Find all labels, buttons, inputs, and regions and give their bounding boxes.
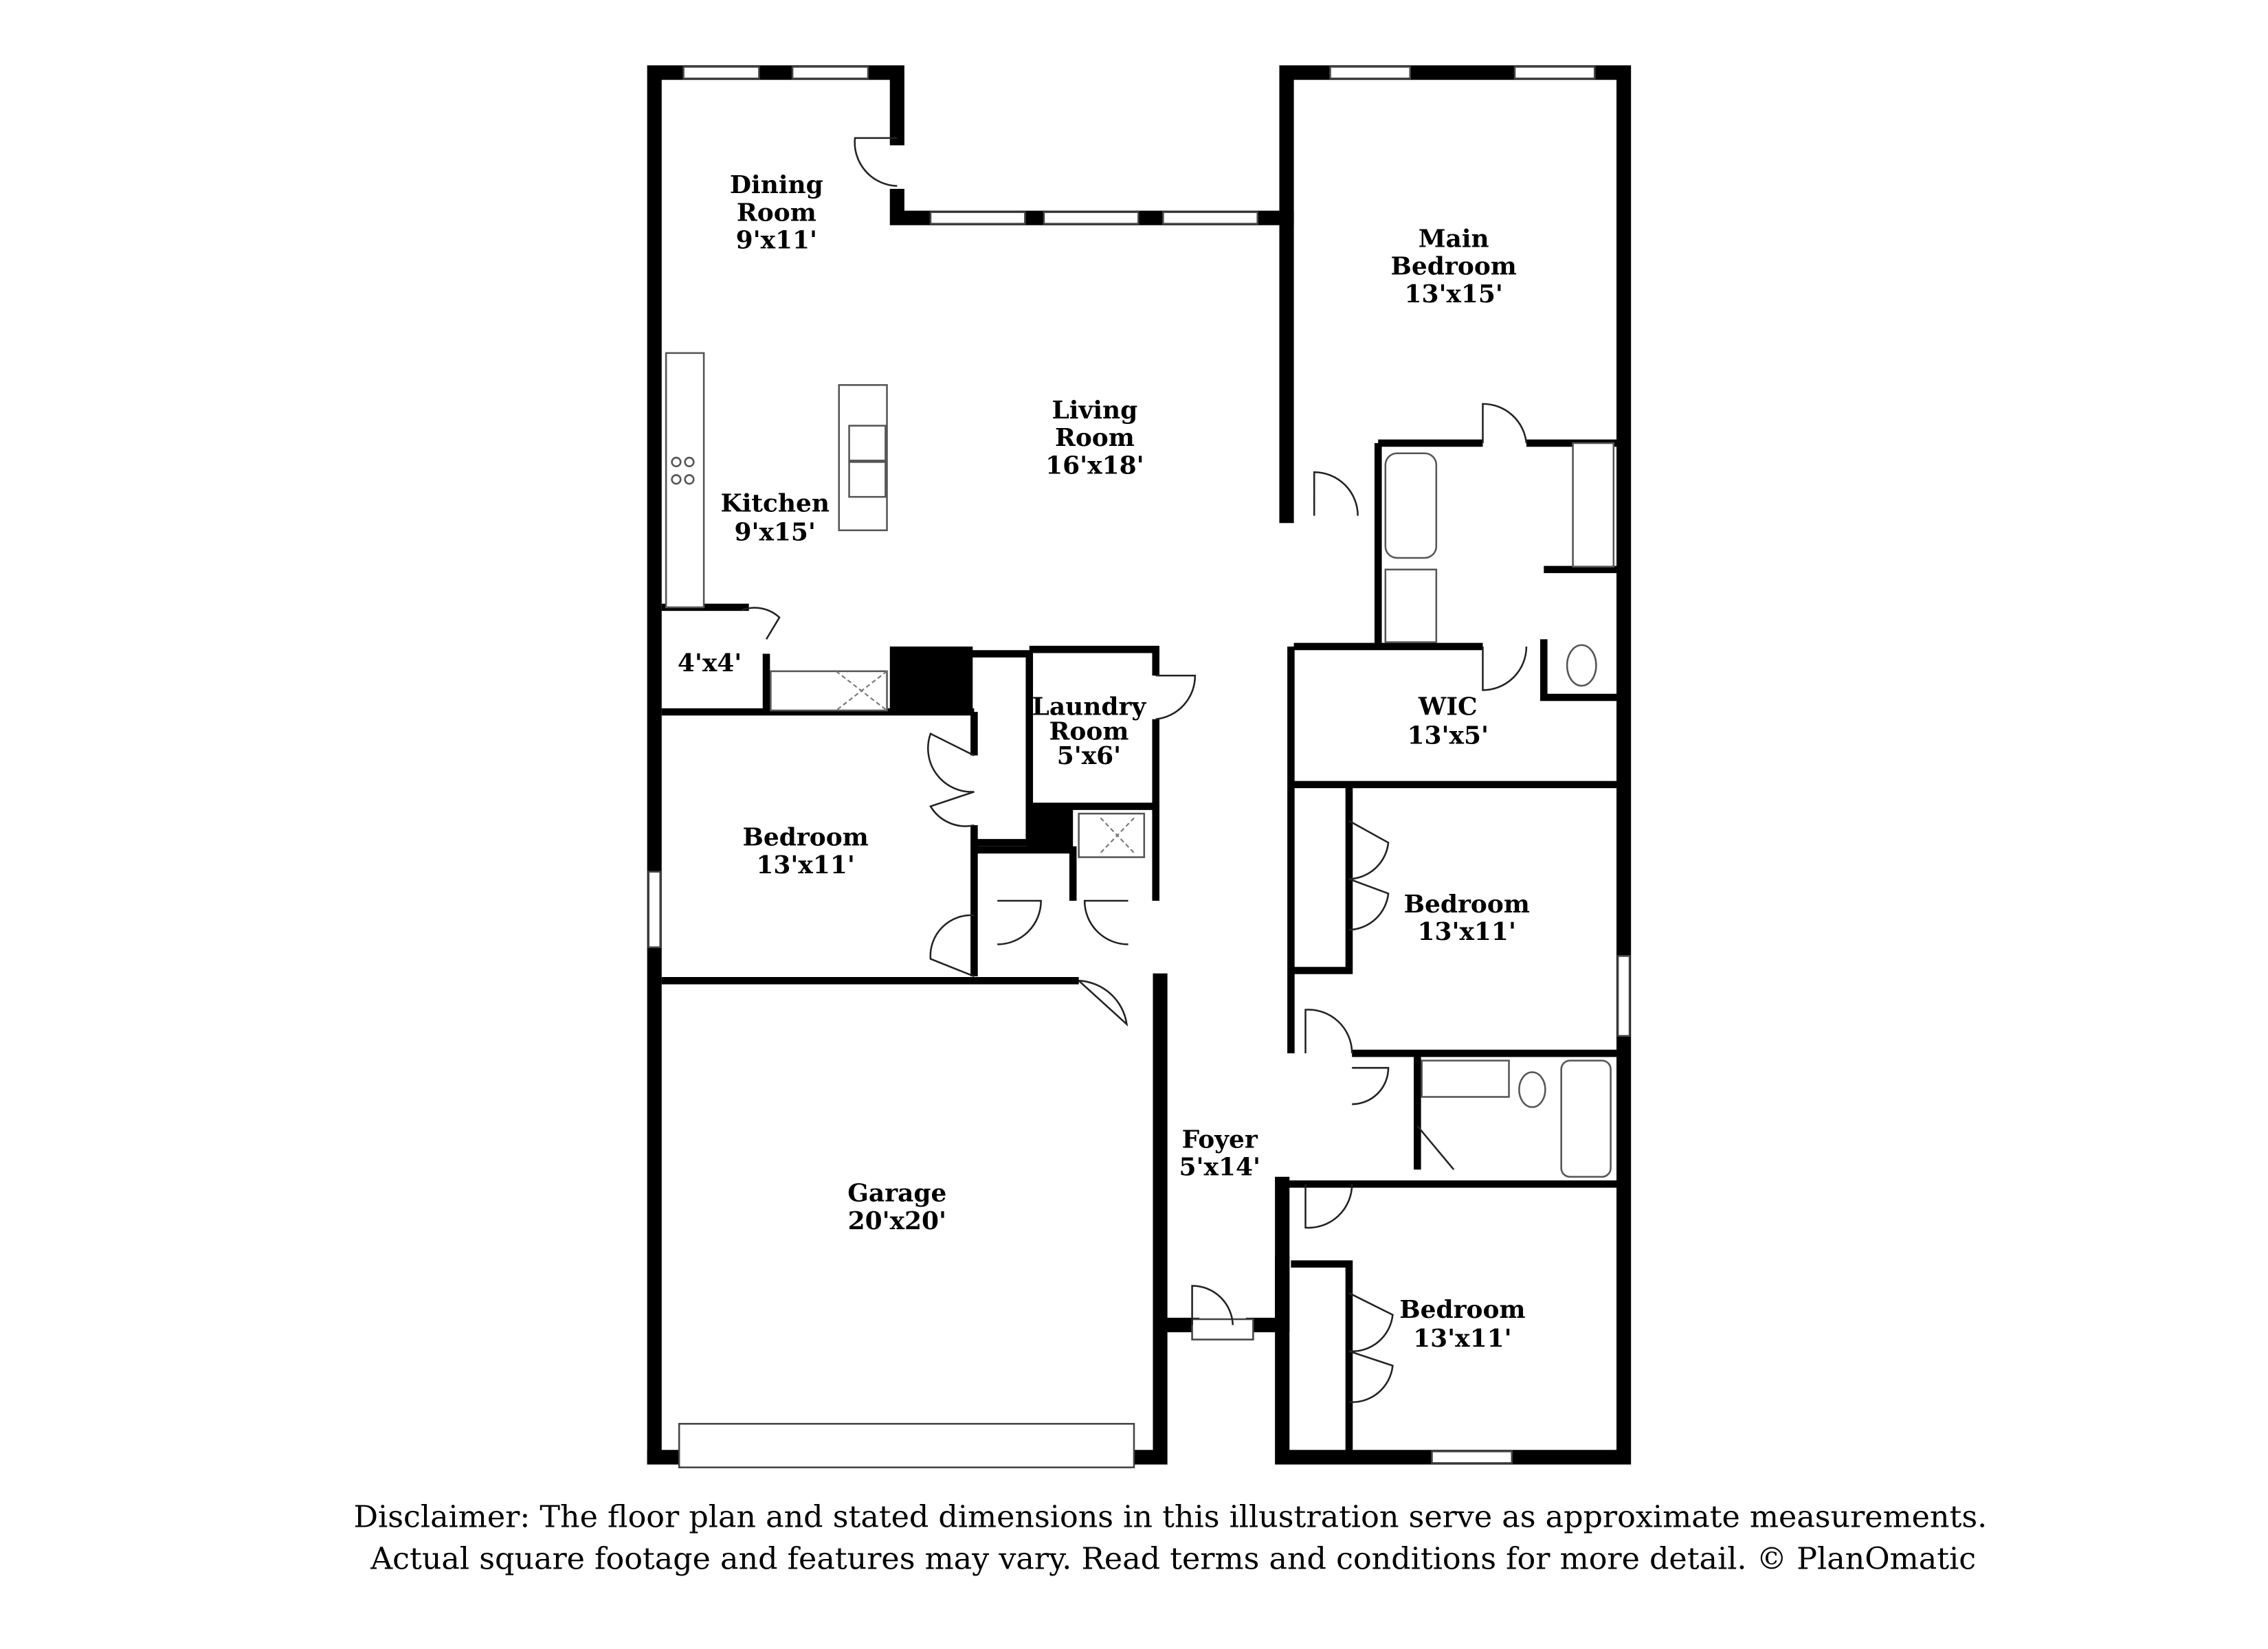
living-room-dims: 16'x18' [1045, 451, 1144, 480]
living-room-label-2: Room [1055, 423, 1135, 452]
bedroom-label: Bedroom [742, 823, 868, 852]
front-door-sill [1191, 1318, 1254, 1340]
door-swings [741, 137, 1528, 1403]
kitchen-dims: 9'x15' [734, 518, 815, 547]
room-labels: Dining Room 9'x11' Living Room 16'x18' K… [678, 170, 1530, 1353]
dining-room-dims: 9'x11' [736, 226, 817, 255]
garage-door [678, 1422, 1135, 1468]
garage-dims: 20'x20' [848, 1207, 946, 1235]
bedroom-label: Bedroom [1404, 890, 1530, 919]
garage-label: Garage [847, 1179, 946, 1208]
living-room-label: Living [1052, 396, 1138, 425]
bedroom-label: Bedroom [1399, 1295, 1525, 1324]
foyer-dims: 5'x14' [1179, 1153, 1260, 1182]
bedroom-dims: 13'x11' [1418, 917, 1516, 946]
disclaimer-line-2: Actual square footage and features may v… [370, 1542, 1976, 1577]
shower-icon [1384, 568, 1438, 643]
disclaimer-line-1: Disclaimer: The floor plan and stated di… [353, 1499, 1987, 1534]
toilet-icon [1566, 644, 1597, 687]
wic-dims: 13'x5' [1408, 721, 1489, 750]
vanity-icon [1572, 442, 1615, 568]
bedroom-dims: 13'x11' [756, 851, 854, 879]
laundry-room-dims: 5'x6' [1057, 741, 1121, 770]
foyer-label: Foyer [1182, 1125, 1258, 1154]
main-bedroom-label-2: Bedroom [1391, 252, 1517, 281]
toilet-icon [1518, 1071, 1546, 1108]
wic-label: WIC [1418, 692, 1478, 721]
bedroom-dims: 13'x11' [1413, 1324, 1511, 1353]
fixtures [665, 352, 1615, 1178]
main-bedroom-label: Main [1419, 224, 1489, 253]
dining-room-label: Dining [730, 170, 823, 199]
sink-icon [848, 425, 887, 462]
laundry-room-label-2: Room [1049, 717, 1129, 745]
pantry-dims: 4'x4' [678, 649, 742, 677]
bathtub-icon [1560, 1059, 1612, 1178]
windows [647, 66, 1631, 1468]
bathtub-icon [1384, 452, 1438, 559]
kitchen-label: Kitchen [720, 489, 830, 517]
vanity-icon [1421, 1059, 1510, 1098]
main-bedroom-dims: 13'x15' [1404, 280, 1502, 309]
dining-room-label-2: Room [737, 198, 816, 227]
laundry-room-label: Laundry [1032, 692, 1147, 721]
